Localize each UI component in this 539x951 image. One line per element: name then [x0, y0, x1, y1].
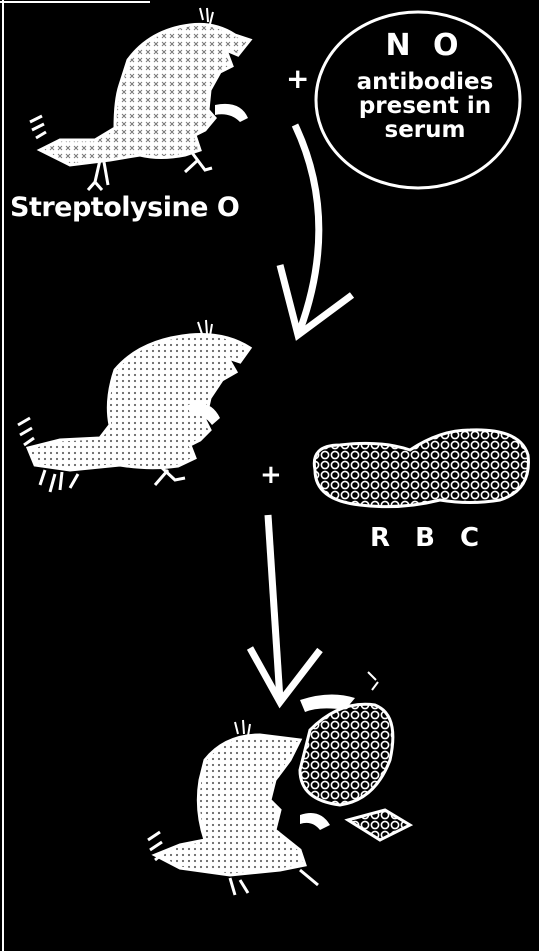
toxin-dinosaur-top — [30, 8, 250, 190]
bubble-title: N O — [330, 30, 520, 62]
rbc-fragment — [348, 810, 410, 840]
arrow-down-2 — [250, 515, 320, 702]
toxin-dinosaur-middle — [18, 320, 250, 492]
toxin-label: Streptolysine O — [10, 192, 239, 223]
bubble-body: antibodies present in serum — [330, 70, 520, 142]
lysed-rbc — [300, 704, 393, 805]
rbc-label: R B C — [370, 523, 487, 553]
rbc-cell — [314, 430, 528, 507]
plus-sign-top: + — [286, 62, 309, 95]
plus-sign-middle: + — [260, 460, 282, 490]
